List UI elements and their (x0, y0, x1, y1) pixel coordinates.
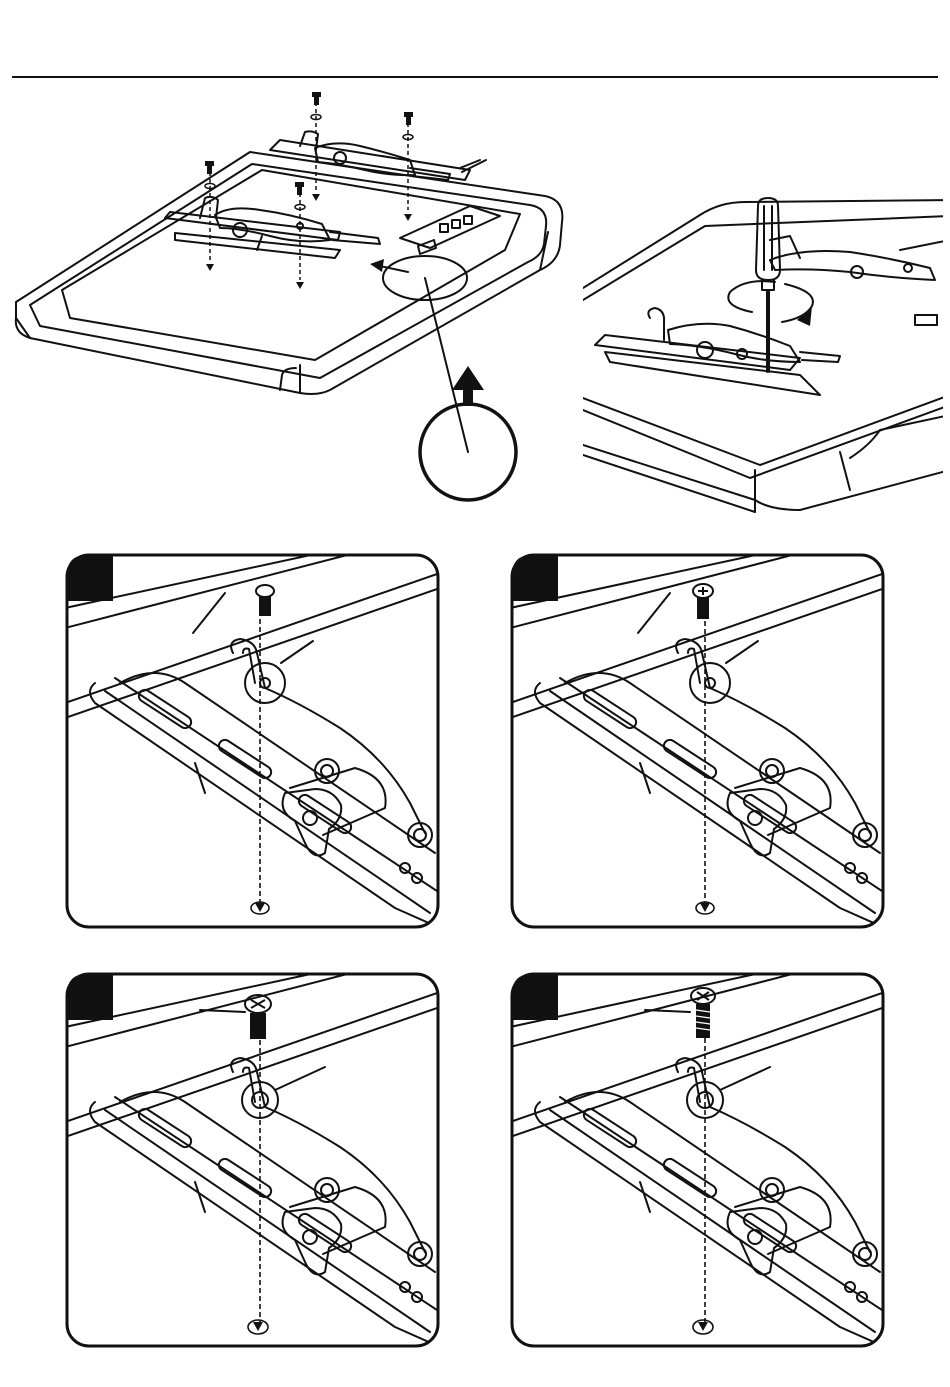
detail-panel-b (510, 553, 885, 929)
detail-panel-a (65, 553, 440, 929)
flat-washer-icon (245, 663, 285, 703)
pan-head-screw-icon (256, 585, 274, 616)
flat-washer-icon (690, 663, 730, 703)
detail-panel-c (65, 972, 440, 1348)
cross-head-screw-icon (693, 584, 713, 618)
detail-panel-d (510, 972, 885, 1348)
cross-head-large-screw-icon (245, 995, 271, 1038)
